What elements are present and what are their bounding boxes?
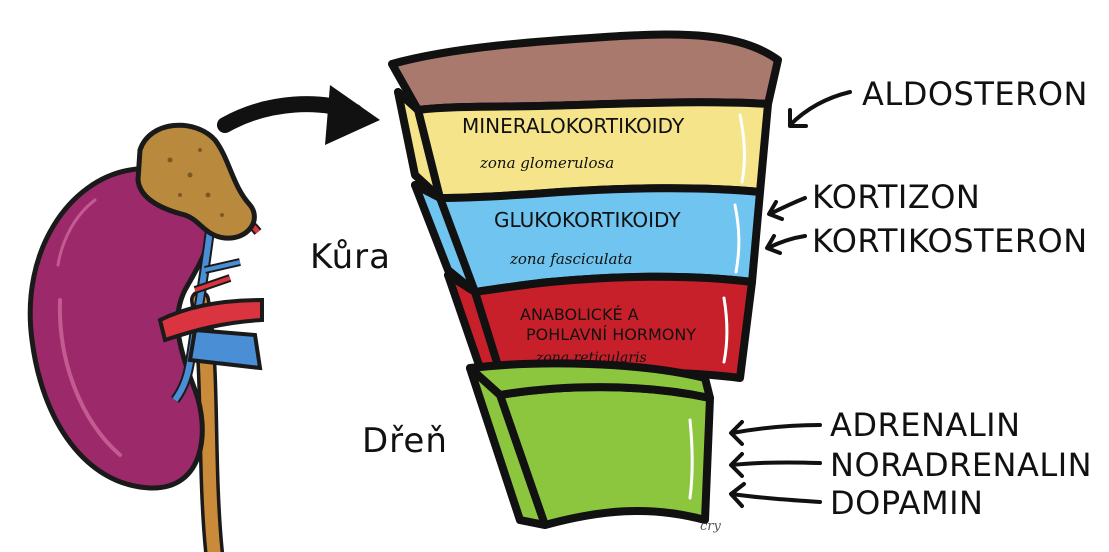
- arrow-adrenalin-icon: [731, 422, 820, 444]
- hormone-kortizon: KORTIZON: [812, 178, 980, 216]
- hormone-aldosteron: ALDOSTERON: [862, 75, 1088, 113]
- cortex-label: Kůra: [310, 237, 391, 277]
- arrow-noradrenalin-icon: [731, 454, 820, 476]
- arrow-aldosteron-icon: [790, 92, 850, 126]
- zone-fasciculata-subtitle: zona fasciculata: [509, 250, 632, 268]
- hormone-dopamin: DOPAMIN: [830, 484, 983, 522]
- zone-glomerulosa-subtitle: zona glomerulosa: [479, 154, 614, 172]
- zone-reticularis-title-line2: POHLAVNÍ HORMONY: [526, 325, 696, 344]
- artist-signature: cry: [700, 519, 721, 534]
- zone-fasciculata-title: GLUKOKORTIKOIDY: [494, 208, 681, 232]
- curved-arrow-icon: [225, 85, 380, 145]
- arrow-kortizon-icon: [769, 198, 805, 219]
- zone-reticularis-title-line1: ANABOLICKÉ A: [520, 305, 639, 324]
- arrow-kortikosteron-icon: [767, 236, 805, 253]
- adrenal-cross-section: [392, 35, 778, 525]
- medulla-label: Dřeň: [362, 421, 448, 461]
- zone-glomerulosa-title: MINERALOKORTIKOIDY: [462, 114, 685, 138]
- zone-reticularis-subtitle: zona reticularis: [535, 350, 647, 366]
- hormone-noradrenalin: NORADRENALIN: [830, 446, 1092, 484]
- arrow-dopamin-icon: [731, 484, 820, 506]
- hormone-adrenalin: ADRENALIN: [830, 406, 1021, 444]
- hormone-kortikosteron: KORTIKOSTERON: [812, 222, 1088, 260]
- zone-glomerulosa: [398, 92, 768, 198]
